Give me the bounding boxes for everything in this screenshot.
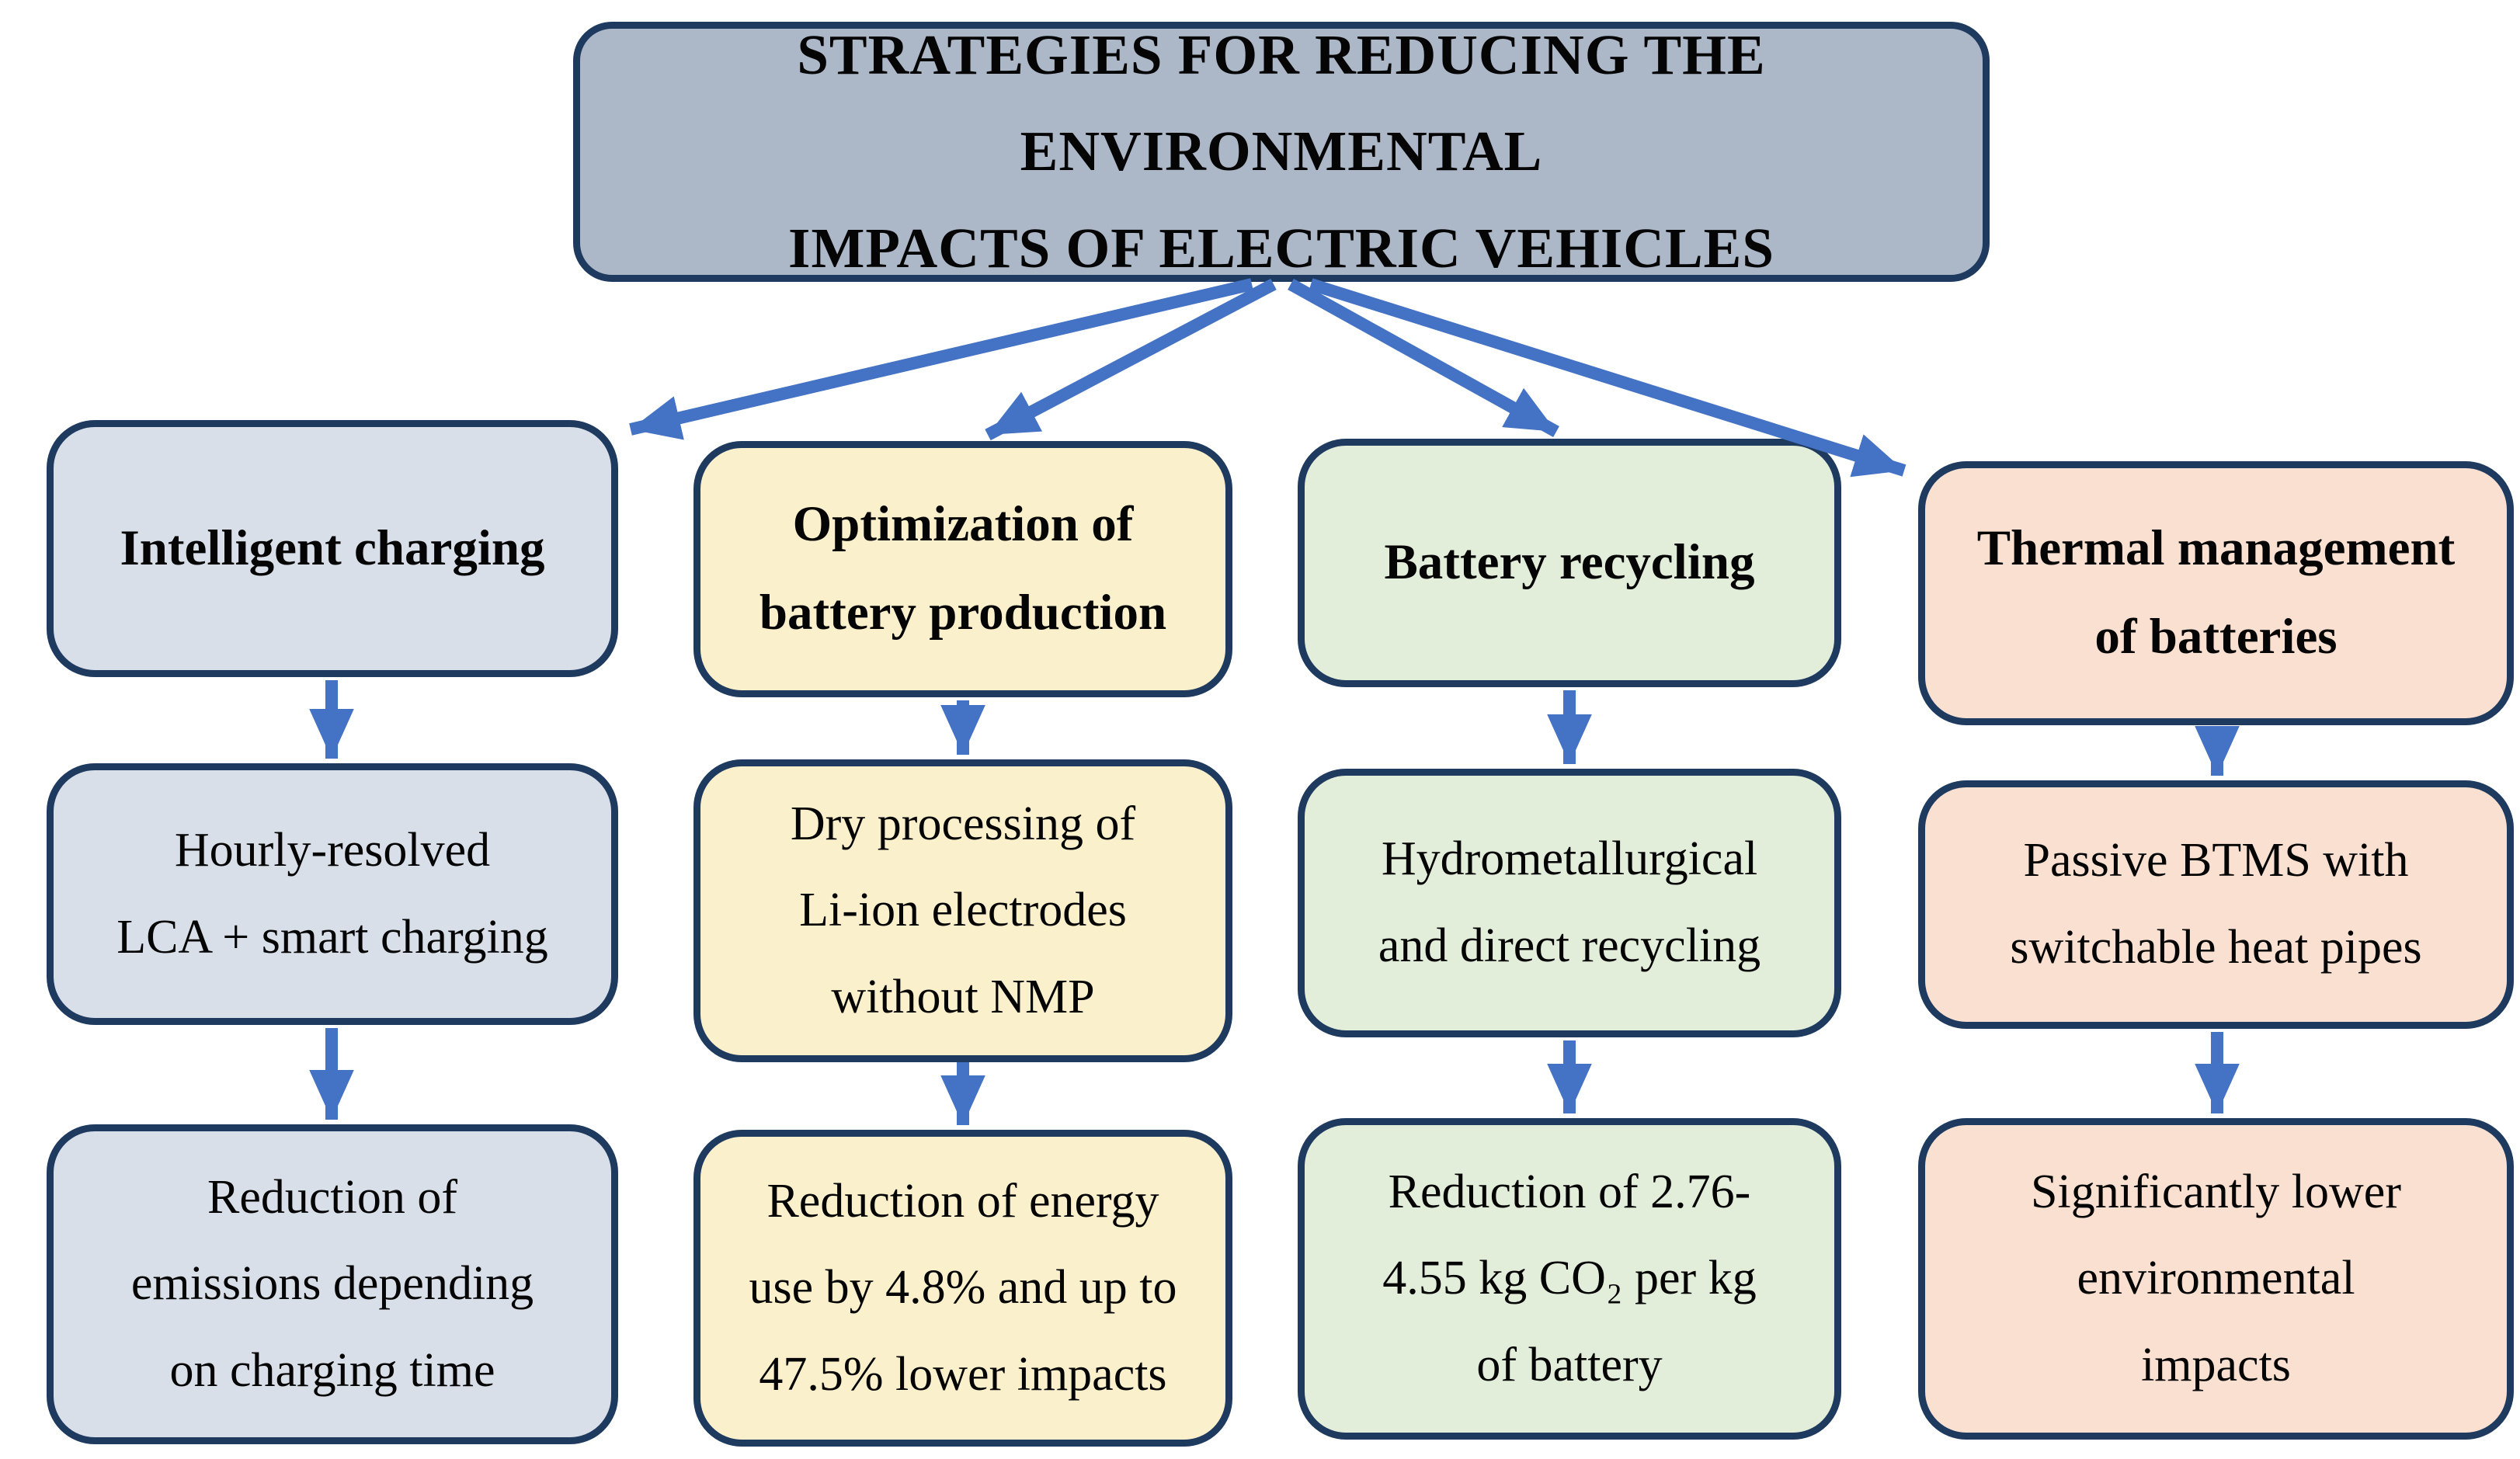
header-box-battery-recycling: Battery recycling <box>1298 439 1841 687</box>
method-box-battery-recycling: Hydrometallurgical and direct recycling <box>1298 769 1841 1037</box>
fan-arrow-to-battery-recycling <box>1288 279 1559 437</box>
title-box: STRATEGIES FOR REDUCING THE ENVIRONMENTA… <box>573 22 1990 282</box>
outcome-box-battery-production: Reduction of energy use by 4.8% and up t… <box>693 1130 1232 1447</box>
outcome-box-thermal-management: Significantly lower environmental impact… <box>1918 1118 2514 1440</box>
header-box-intelligent-charging: Intelligent charging <box>47 420 618 677</box>
method-box-thermal-management: Passive BTMS with switchable heat pipes <box>1918 780 2514 1029</box>
header-box-thermal-management: Thermal management of batteries <box>1918 461 2514 725</box>
fan-arrow-to-battery-production <box>985 278 1277 441</box>
outcome-box-intelligent-charging: Reduction of emissions depending on char… <box>47 1124 618 1444</box>
method-box-intelligent-charging: Hourly-resolved LCA + smart charging <box>47 763 618 1025</box>
header-box-battery-production: Optimization of battery production <box>693 441 1232 697</box>
fan-arrow-to-intelligent-charging <box>629 278 1253 440</box>
method-box-battery-production: Dry processing of Li-ion electrodes with… <box>693 759 1232 1062</box>
outcome-box-battery-recycling: Reduction of 2.76- 4.55 kg CO₂ per kg of… <box>1298 1118 1841 1440</box>
